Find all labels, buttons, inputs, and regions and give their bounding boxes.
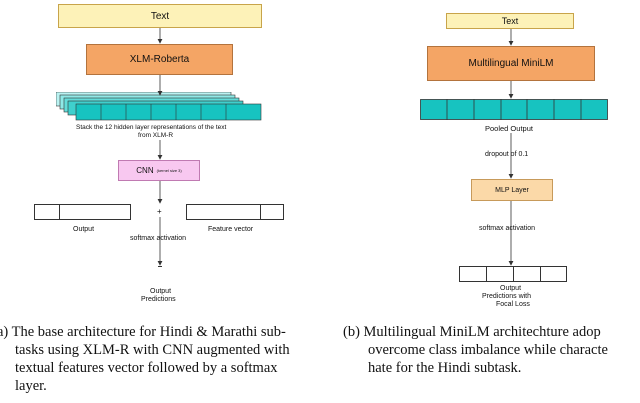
right-output-line3: Focal Loss	[496, 301, 530, 308]
output-vector-label: Output	[73, 226, 95, 233]
pooled-output-vector	[420, 99, 608, 120]
caption-a-line1: a) The base architecture for Hindi & Mar…	[0, 324, 286, 340]
hidden-layer-stack	[56, 92, 266, 132]
left-softmax-label: softmax activation	[130, 235, 187, 242]
right-output-vector	[459, 266, 567, 282]
left-text-label: Text	[150, 10, 170, 22]
right-output-line1: Output	[500, 285, 522, 292]
right-softmax-label: softmax activation	[479, 225, 536, 232]
xlm-roberta-label: XLM-Roberta	[129, 54, 190, 65]
feature-vector	[186, 204, 284, 220]
mlp-layer-label: MLP Layer	[495, 186, 529, 194]
stack-label-line1: Stack the 12 hidden layer representation…	[76, 124, 227, 131]
minilm-label: Multilingual MiniLM	[468, 58, 554, 69]
caption-a-line4: layer.	[15, 378, 47, 394]
pooled-output-cells	[420, 99, 608, 120]
cnn-sub-label: (kernel size 3)	[156, 168, 182, 173]
left-predictions-line2: Predictions	[141, 296, 176, 303]
caption-a-line3: textual features vector followed by a so…	[15, 360, 278, 376]
caption-b-line2: overcome class imbalance while characte	[368, 342, 608, 358]
caption-b-line1: (b) Multilingual MiniLM architechture ad…	[343, 324, 601, 340]
hidden-layer-stack-graphic	[56, 92, 262, 121]
mlp-layer-box: MLP Layer	[471, 179, 553, 201]
stack-label-line2: from XLM-R	[138, 132, 174, 139]
feature-vector-label: Feature vector	[208, 226, 254, 233]
cnn-label: CNN	[136, 166, 154, 175]
caption-b-line3: hate for the Hindi subtask.	[368, 360, 522, 376]
caption-a-line2: tasks using XLM-R with CNN augmented wit…	[15, 342, 290, 358]
output-vector	[34, 204, 131, 220]
left-text-box: Text	[58, 4, 262, 28]
left-predictions-line1: Output	[150, 288, 172, 295]
xlm-roberta-box: XLM-Roberta	[86, 44, 233, 75]
dropout-label: dropout of 0.1	[485, 151, 529, 158]
pooled-output-label: Pooled Output	[485, 124, 533, 133]
plus-sign: +	[157, 207, 162, 216]
right-text-box: Text	[446, 13, 574, 29]
right-output-line2: Predictions with	[482, 293, 532, 300]
cnn-box: CNN (kernel size 3)	[118, 160, 200, 181]
minilm-box: Multilingual MiniLM	[427, 46, 595, 81]
right-text-label: Text	[501, 16, 519, 26]
left-output-bar	[158, 266, 162, 267]
